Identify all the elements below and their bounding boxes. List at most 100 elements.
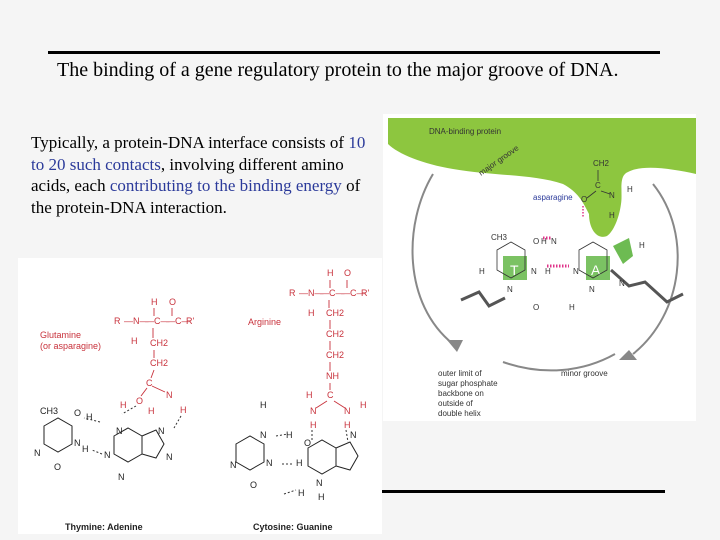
thy-o4: O (74, 408, 81, 418)
glutamine-label-2: (or asparagine) (40, 341, 101, 351)
body-highlight-energy: contributing to the binding energy (109, 176, 342, 196)
arrow-right (619, 350, 637, 360)
glu-ch2-2: CH2 (150, 358, 168, 368)
arg-ch2-3: CH2 (326, 350, 344, 360)
gua-n7: N (350, 430, 357, 440)
thy-ch3: CH3 (40, 406, 58, 416)
glutamine-label-line1: Glutamine (40, 330, 81, 340)
arg-h4: H (344, 420, 351, 430)
note-line-2: sugar phosphate (438, 379, 498, 388)
arg-h1: H (306, 390, 313, 400)
note-line-1: outer limit of (438, 369, 482, 378)
arg-rp: R' (361, 288, 369, 298)
arg-r: R (289, 288, 296, 298)
base-t-label: T (510, 262, 519, 278)
cyt-n4: N (260, 430, 267, 440)
figure-base-pair-contacts: Glutamine (or asparagine) H O R —N— —C— … (18, 258, 382, 534)
note-line-4: outside of (438, 399, 473, 408)
asn-h2: H (609, 211, 615, 220)
backbone-left (460, 290, 506, 308)
body-text-3: of the protein-DNA interaction. (31, 176, 361, 217)
glu-o: O (136, 396, 143, 406)
arg-nh: NH (326, 371, 339, 381)
body-text-2: , involving different amino acids, each (31, 154, 344, 196)
note-line-5: double helix (438, 409, 481, 418)
glu-ca: —C— (145, 316, 170, 326)
backbone-note: outer limit of sugar phosphate backbone … (438, 369, 498, 418)
t-n3: N (531, 267, 537, 276)
gua-n2: N (316, 478, 323, 488)
glu-rp: R' (186, 316, 194, 326)
asn-h1: H (627, 185, 633, 194)
figure-protein-major-groove: DNA-binding protein major groove asparag… (383, 114, 696, 421)
caption-thymine-adenine: Thymine: Adenine (65, 522, 143, 532)
arg-n: —N— (299, 288, 324, 298)
ade-n3: N (118, 472, 125, 482)
rule-bottom (382, 490, 665, 493)
glu-n: —N— (124, 316, 149, 326)
t-ch3: CH3 (491, 233, 508, 242)
glu-ne: N (166, 390, 173, 400)
arg-cz: C (327, 390, 334, 400)
helix-arc-bottom (502, 353, 616, 372)
body-highlight-contacts: 10 to 20 such contacts (31, 133, 366, 174)
thy-o2: O (54, 462, 61, 472)
arrow-left (447, 340, 463, 352)
ade-n9: N (166, 452, 173, 462)
protein-label: DNA-binding protein (429, 127, 501, 136)
a-n3: N (589, 285, 595, 294)
base-a-ring (613, 238, 633, 264)
asn-n: N (609, 191, 615, 200)
glu-r: R (114, 316, 121, 326)
gua-o6: O (304, 438, 311, 448)
minor-groove-label: minor groove (561, 369, 608, 378)
a-n1: N (573, 267, 579, 276)
glu-h2: H (180, 405, 187, 415)
arginine-label: Arginine (248, 317, 281, 327)
glu-c: —C— (166, 316, 191, 326)
arg-o-top: O (344, 268, 351, 278)
cyt-n3: N (266, 458, 273, 468)
cyt-n1: N (230, 460, 237, 470)
title-rule-top (48, 51, 660, 54)
thy-n3: N (74, 438, 81, 448)
arg-h-n: H (308, 308, 315, 318)
t-o2: O (533, 303, 539, 312)
base-a-label: A (591, 262, 601, 278)
glu-ch2-1: CH2 (150, 338, 168, 348)
a-n6: N (551, 237, 557, 246)
a-h8: H (639, 241, 645, 250)
helix-arc-right (632, 183, 679, 355)
ade-n1: N (104, 450, 111, 460)
note-line-3: backbone on (438, 389, 484, 398)
glu-cd: C (146, 378, 153, 388)
ade-n7: N (158, 426, 165, 436)
body-paragraph: Typically, a protein-DNA interface consi… (31, 132, 381, 218)
arg-n2: N (344, 406, 351, 416)
contacts-diagram: Glutamine (or asparagine) H O R —N— —C— … (34, 268, 369, 532)
arg-n1: N (310, 406, 317, 416)
slide-title: The binding of a gene regulatory protein… (57, 59, 619, 81)
glu-h-top: H (151, 297, 158, 307)
glu-h3: H (148, 406, 155, 416)
a-h2: H (569, 303, 575, 312)
hb-h2: H (286, 430, 293, 440)
asn-o: O (581, 195, 587, 204)
arg-h-top: H (327, 268, 334, 278)
helix-arc-left (411, 173, 454, 345)
glu-o-top: O (169, 297, 176, 307)
cyt-o2: O (250, 480, 257, 490)
caption-cytosine-guanine: Cytosine: Guanine (253, 522, 333, 532)
t-h3: H (545, 267, 551, 276)
arg-c: —C— (341, 288, 366, 298)
glutamine-label-line2: (or asparagine) (40, 341, 101, 351)
arg-ch2-2: CH2 (326, 329, 344, 339)
t-n1: N (507, 285, 513, 294)
asn-ch2: CH2 (593, 159, 610, 168)
glutamine-label: Glutamine (40, 330, 81, 340)
dna-binding-protein-shape (388, 118, 696, 237)
hb-h3: H (296, 458, 303, 468)
arg-h2: H (360, 400, 367, 410)
arg-h3: H (310, 420, 317, 430)
backbone-right (610, 268, 684, 304)
